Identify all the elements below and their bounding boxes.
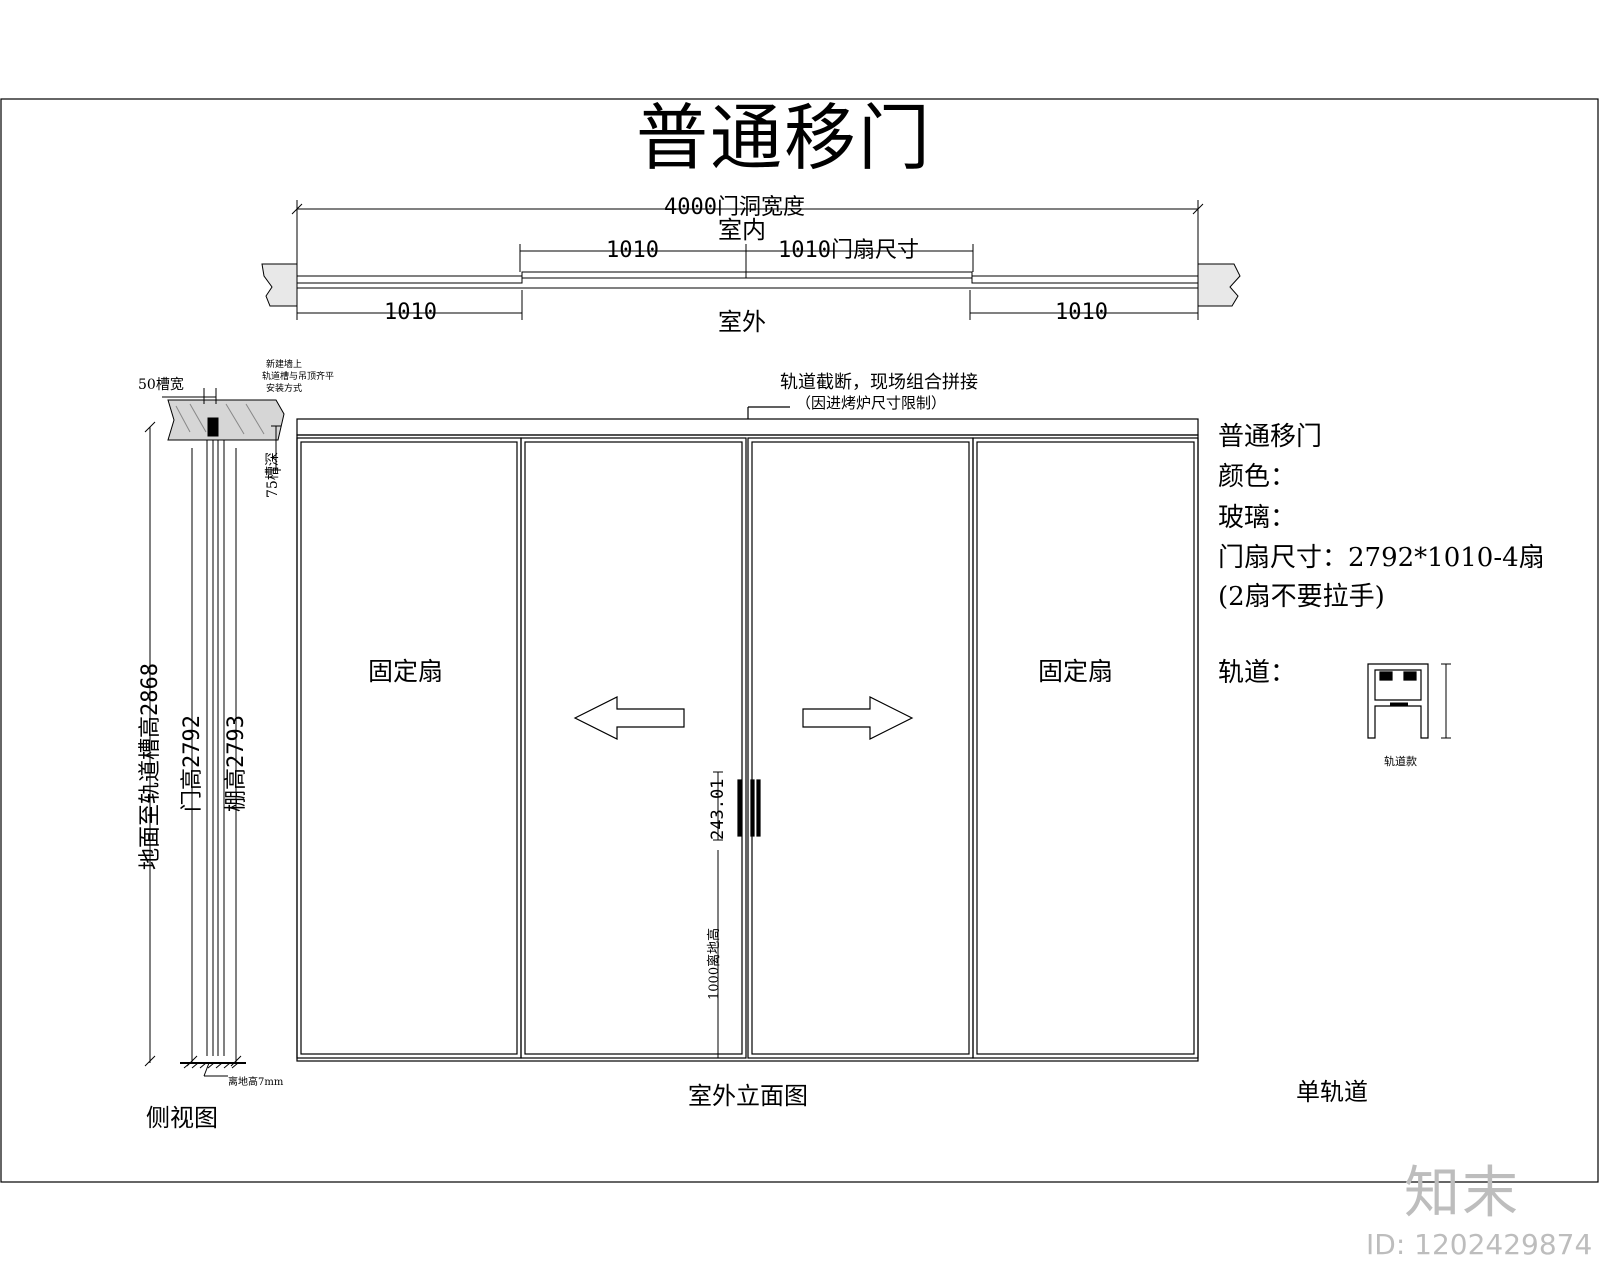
ceiling-slab (167, 399, 285, 441)
plan-dim-mid-left: 1010 (606, 238, 659, 263)
arrow-right-icon (802, 696, 914, 740)
floor-gap-dim: 离地高7mm (228, 1077, 284, 1088)
plan-outdoor-label: 室外 (718, 308, 766, 336)
arrow-left-icon (573, 696, 685, 740)
track-profile-label: 轨道款 (1384, 755, 1417, 768)
handle-right (737, 779, 742, 837)
plan-total-width-label: 4000门洞宽度 (664, 195, 805, 220)
leaf-fixed-right (972, 437, 1199, 1059)
image-id-text: ID: 1202429874 (1366, 1228, 1593, 1261)
leaf-sliding-left[interactable] (520, 437, 747, 1059)
plan-dim-left: 1010 (384, 300, 437, 325)
leaf-fixed-left (296, 437, 522, 1059)
plan-indoor-label: 室内 (718, 216, 766, 244)
height-ceiling-dim: 棚高2793 (224, 715, 249, 812)
elevation-view (296, 406, 1199, 1062)
handle-length-dim: 243.01 (708, 778, 728, 840)
spec-handle-note: (2扇不要拉手) (1218, 582, 1385, 612)
side-note-b: 轨道槽与吊顶齐平 (262, 372, 335, 382)
plan-dim-right: 1010 (1055, 300, 1108, 325)
leaf-sliding-right[interactable] (747, 437, 974, 1059)
track-note-line2: （因进烤炉尺寸限制） (796, 394, 947, 412)
plan-dim-mid-right: 1010门扇尺寸 (778, 238, 919, 263)
height-total-dim: 地面至轨道槽高2868 (138, 663, 163, 870)
spec-color: 颜色： (1218, 462, 1297, 492)
fixed-leaf-left-label: 固定扇 (368, 657, 444, 686)
side-view-caption: 侧视图 (146, 1104, 218, 1132)
drawing-title: 普通移门 (636, 96, 933, 180)
spec-track: 轨道： (1218, 658, 1297, 688)
handle-left (750, 779, 755, 837)
fixed-leaf-right-label: 固定扇 (1038, 657, 1114, 686)
slot-width-dim: 50槽宽 (138, 377, 184, 393)
spec-size: 门扇尺寸：2792*1010-4扇 (1218, 543, 1545, 573)
drawing-border (0, 98, 1599, 1183)
height-door-dim: 门高2792 (180, 715, 205, 812)
track-profile-icon (1367, 663, 1451, 739)
plan-view (261, 200, 1241, 320)
track-note-line1: 轨道截断，现场组合拼接 (780, 372, 978, 393)
side-view (144, 388, 285, 1077)
elevation-caption: 室外立面图 (688, 1082, 808, 1110)
track-type-label: 单轨道 (1296, 1078, 1368, 1106)
brand-logo-text: 知末 (1404, 1161, 1520, 1226)
spec-glass: 玻璃： (1218, 503, 1297, 533)
slot-depth-dim: 75槽深 (265, 452, 281, 498)
plan-wall-left (261, 263, 298, 307)
side-note-c: 安装方式 (266, 384, 303, 394)
track-header (296, 418, 1199, 436)
side-note-a: 新建墙上 (266, 360, 303, 370)
plan-wall-right (1197, 263, 1241, 307)
spec-name: 普通移门 (1218, 422, 1323, 452)
handle-height-dim: 1000离地高 (707, 927, 722, 1000)
